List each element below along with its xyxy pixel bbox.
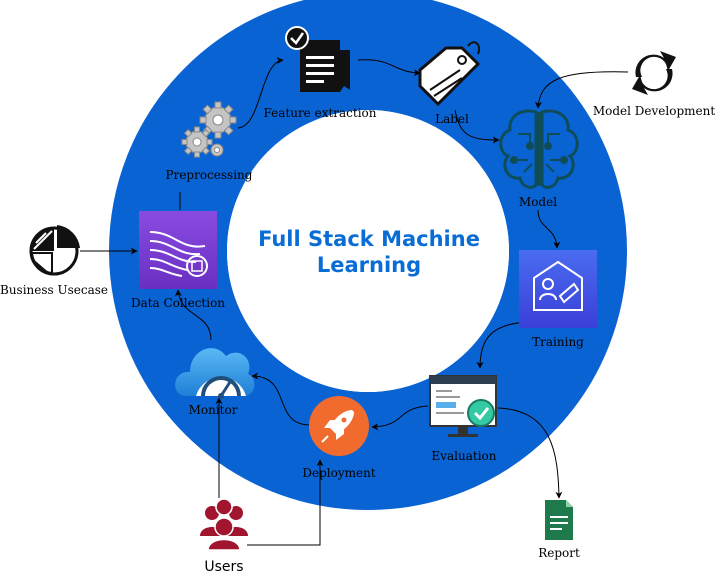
edges [80, 57, 629, 546]
document-check-icon [285, 26, 350, 92]
monitor-node[interactable]: Monitor [175, 348, 255, 417]
deployment-label: Deployment [302, 466, 375, 480]
edge-evaluation-to-deployment [371, 405, 429, 431]
users-label: Users [204, 559, 243, 575]
edge-users-to-deployment [247, 459, 324, 546]
preprocessing-label: Preprocessing [166, 168, 253, 182]
cloud-gauge-icon [175, 348, 255, 399]
data-collection-label: Data Collection [131, 296, 225, 310]
label-node[interactable]: Label [418, 41, 481, 126]
edge-evaluation-to-report [497, 407, 563, 499]
pie-chart-icon [29, 225, 80, 276]
edge-feature-to-label [357, 59, 421, 77]
users-node[interactable]: Users [200, 498, 248, 575]
edge-preprocessing-to-feature [237, 57, 284, 129]
data-streams-icon [139, 211, 217, 289]
rocket-icon [309, 396, 369, 456]
diagram-title-line2: Learning [317, 253, 421, 277]
evaluation-node[interactable]: Evaluation [429, 375, 497, 463]
edge-training-to-evaluation [476, 321, 529, 369]
users-icon [200, 498, 248, 551]
monitor-check-icon [429, 375, 497, 437]
report-document-icon [545, 500, 573, 540]
data-collection-node[interactable]: Data Collection [131, 211, 225, 310]
report-node[interactable]: Report [538, 500, 580, 560]
report-label: Report [538, 546, 580, 560]
model-node[interactable]: Model [499, 109, 579, 209]
model-development-node[interactable]: Model Development [593, 51, 715, 118]
preprocessing-node[interactable]: Preprocessing [166, 101, 253, 182]
training-icon [519, 250, 597, 328]
ring-center [227, 110, 509, 392]
training-label: Training [532, 335, 584, 349]
training-node[interactable]: Training [519, 250, 597, 349]
business-usecase-node[interactable]: Business Usecase [0, 225, 108, 297]
tag-icon [418, 41, 481, 107]
edge-model-to-training [537, 209, 561, 249]
gears-icon [181, 101, 237, 158]
business-usecase-label: Business Usecase [0, 283, 108, 297]
deployment-node[interactable]: Deployment [302, 396, 376, 480]
model-label: Model [519, 195, 557, 209]
brain-circuit-icon [499, 109, 579, 189]
edge-monitor-to-datacollection [174, 289, 212, 341]
model-development-label: Model Development [593, 104, 715, 118]
feature-extraction-label: Feature extraction [263, 106, 376, 120]
edge-label-to-model [454, 109, 500, 144]
evaluation-label: Evaluation [431, 449, 496, 463]
diagram-title-line1: Full Stack Machine [258, 227, 480, 251]
refresh-arrows-icon [632, 51, 676, 95]
feature-extraction-node[interactable]: Feature extraction [263, 26, 377, 120]
edge-deployment-to-monitor [251, 372, 310, 426]
edge-modeldev-to-model [534, 71, 629, 109]
label-label: Label [435, 112, 469, 126]
monitor-label: Monitor [189, 403, 238, 417]
